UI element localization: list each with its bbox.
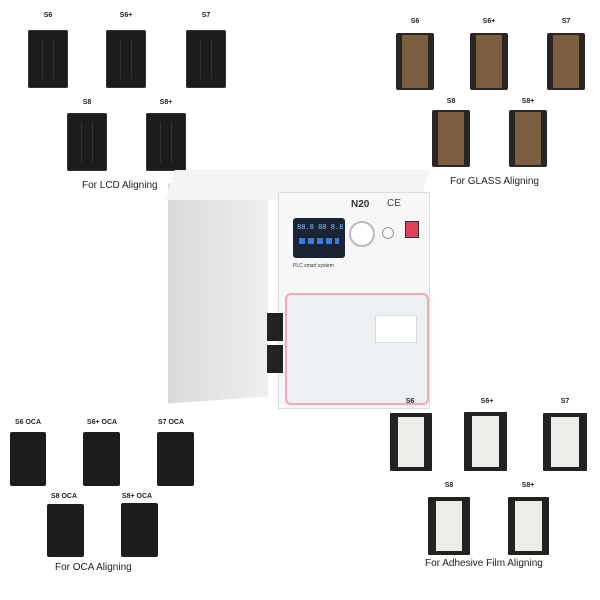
mold-label: S6 <box>410 18 420 25</box>
power-switch[interactable] <box>405 221 419 238</box>
mold-label: S8 <box>82 99 92 106</box>
light-knob-icon[interactable] <box>382 227 394 239</box>
oca-mold-s7 <box>157 432 194 486</box>
mold-label: S6 OCA <box>14 419 42 426</box>
oca-mold-s8plus <box>121 503 158 557</box>
mold-label: S8+ <box>521 482 535 489</box>
glass-mold-s6plus <box>470 33 508 90</box>
glass-mold-s6 <box>396 33 434 90</box>
mold-label: S8+ <box>521 98 535 105</box>
mold-label: S6+ OCA <box>86 419 118 426</box>
mold-label: S6 <box>405 398 415 405</box>
mold-label: S8 <box>446 98 456 105</box>
glass-mold-s8plus <box>509 110 547 167</box>
adhesive-caption: For Adhesive Film Aligning <box>425 558 543 569</box>
lcd-mold-s6 <box>28 30 68 88</box>
mold-label: S8+ <box>159 99 173 106</box>
adhesive-mold-s8plus <box>508 497 549 555</box>
oca-caption: For OCA Aligning <box>55 562 132 573</box>
vacuum-chamber-door[interactable] <box>285 293 429 405</box>
oca-mold-s6 <box>10 432 46 486</box>
lcd-mold-s8plus <box>146 113 186 171</box>
machine-front: N20 CE 88.8 88 8.8 PLC smart system <box>267 192 430 409</box>
machine-side-panel <box>168 176 268 404</box>
adhesive-mold-s7 <box>543 413 587 471</box>
adhesive-mold-s6plus <box>464 412 507 471</box>
mold-label: S7 <box>560 398 570 405</box>
mold-label: S8+ OCA <box>121 493 153 500</box>
adhesive-mold-s8 <box>428 497 470 555</box>
door-hinge <box>267 345 283 373</box>
mold-label: S8 <box>444 482 454 489</box>
mold-label: S7 <box>201 12 211 19</box>
lcd-mold-s6plus <box>106 30 146 88</box>
mold-label: S6+ <box>480 398 494 405</box>
model-label: N20 <box>351 199 370 210</box>
mold-label: S7 <box>561 18 571 25</box>
door-hinge <box>267 313 283 341</box>
lcd-mold-s8 <box>67 113 107 171</box>
mold-label: S6 <box>43 12 53 19</box>
ce-mark: CE <box>387 198 401 209</box>
adhesive-mold-s6 <box>390 413 432 471</box>
lcd-mold-s7 <box>186 30 226 88</box>
oca-mold-s8 <box>47 504 84 557</box>
mold-label: S8 OCA <box>50 493 78 500</box>
digital-readout: 88.8 88 8.8 <box>297 223 344 231</box>
glass-caption: For GLASS Aligning <box>450 176 539 187</box>
glass-mold-s8 <box>432 110 470 167</box>
laminating-machine: N20 CE 88.8 88 8.8 PLC smart system <box>160 168 435 413</box>
glass-mold-s7 <box>547 33 585 90</box>
system-label: PLC smart system <box>293 263 334 269</box>
oca-mold-s6plus <box>83 432 120 486</box>
control-panel-display[interactable]: 88.8 88 8.8 <box>293 218 345 258</box>
pressure-gauge-icon <box>349 221 375 247</box>
mold-label: S6+ <box>482 18 496 25</box>
control-buttons[interactable] <box>299 238 339 244</box>
mold-label: S7 OCA <box>157 419 185 426</box>
chamber-label-card <box>375 315 417 343</box>
lcd-caption: For LCD Aligning <box>82 180 158 191</box>
mold-label: S6+ <box>119 12 133 19</box>
